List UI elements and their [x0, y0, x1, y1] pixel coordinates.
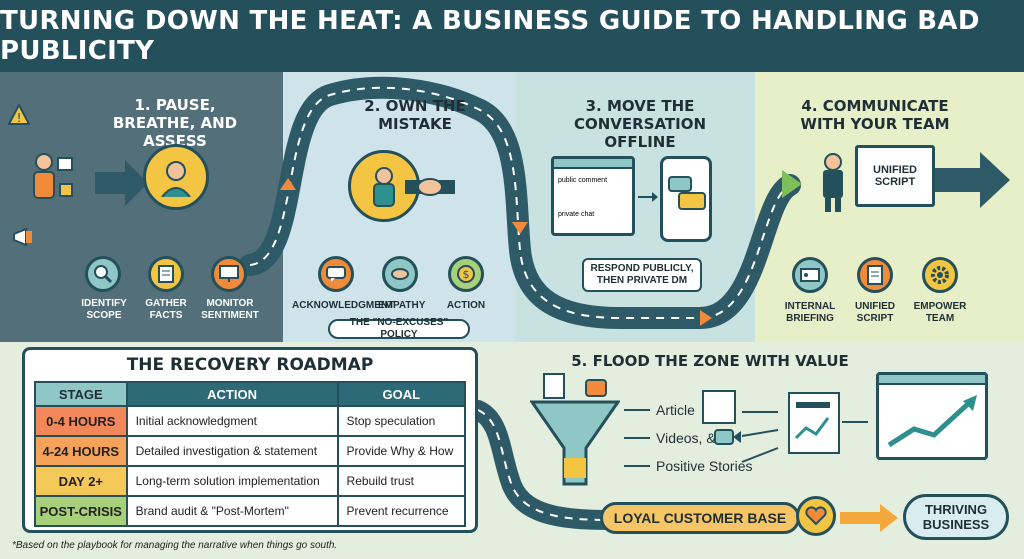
column-header: STAGE	[34, 381, 128, 407]
notepad-icon	[148, 256, 184, 292]
step2-item: ACKNOWLEDGMENT	[292, 300, 395, 311]
speech-bubble-icon	[318, 256, 354, 292]
magnifier-icon	[85, 256, 121, 292]
header-banner: TURNING DOWN THE HEAT: A BUSINESS GUIDE …	[0, 0, 1024, 72]
analytics-window	[876, 372, 988, 460]
alert-icon: !	[7, 102, 31, 126]
value-item: Positive Stories	[656, 458, 753, 474]
column-header: ACTION	[125, 381, 339, 407]
step1-item: IDENTIFY SCOPE	[81, 298, 127, 321]
megaphone-icon	[12, 226, 40, 248]
handshake-small-icon	[382, 256, 418, 292]
roadmap-title: THE RECOVERY ROADMAP	[126, 355, 374, 375]
presenter-icon	[815, 152, 851, 212]
action-cell: Initial acknowledgment	[125, 405, 339, 437]
table-row: 4-24 HOURS Detailed investigation & stat…	[34, 435, 467, 467]
no-excuses-policy-badge: THE "NO-EXCUSES" POLICY	[328, 317, 470, 340]
page-title: TURNING DOWN THE HEAT: A BUSINESS GUIDE …	[0, 6, 980, 66]
step4-item: INTERNAL BRIEFING	[784, 301, 836, 324]
footnote: *Based on the playbook for managing the …	[12, 540, 338, 551]
chaos-people-icon	[24, 150, 76, 210]
forward-arrow-icon	[840, 504, 900, 532]
board-text: UNIFIED SCRIPT	[873, 164, 917, 188]
arrow-right-icon	[638, 190, 658, 202]
step5-title: 5. FLOOD THE ZONE WITH VALUE	[571, 352, 849, 370]
action-cell: Detailed investigation & statement	[125, 435, 339, 467]
step1-item: GATHER FACTS	[145, 298, 187, 321]
table-row: 0-4 HOURS Initial acknowledgment Stop sp…	[34, 405, 467, 437]
step4-item: EMPOWER TEAM	[913, 301, 967, 324]
step4-item: UNIFIED SCRIPT	[855, 301, 895, 324]
table-row: POST-CRISIS Brand audit & "Post-Mortem" …	[34, 495, 467, 527]
step2-title: 2. OWN THE MISTAKE	[364, 97, 466, 133]
money-icon: $	[448, 256, 484, 292]
step1-panel	[0, 72, 283, 342]
action-cell: Brand audit & "Post-Mortem"	[125, 495, 339, 527]
funnel-icon	[529, 372, 621, 492]
recovery-roadmap-table: STAGE ACTION GOAL 0-4 HOURS Initial ackn…	[34, 381, 467, 527]
monitor-icon	[211, 256, 247, 292]
svg-text:!: !	[17, 111, 22, 125]
column-header: GOAL	[336, 381, 467, 407]
private-chat-label: private chat	[558, 211, 595, 218]
step4-title: 4. COMMUNICATE WITH YOUR TEAM	[800, 97, 950, 133]
respond-publicly-note: RESPOND PUBLICLY, THEN PRIVATE DM	[582, 258, 702, 292]
table-row: DAY 2+ Long-term solution implementation…	[34, 465, 467, 497]
step1-item: MONITOR SENTIMENT	[201, 298, 259, 321]
stage-cell: 4-24 HOURS	[34, 435, 128, 467]
gear-icon	[922, 257, 958, 293]
video-camera-icon	[714, 428, 742, 446]
smartphone-icon	[660, 156, 712, 242]
value-item: Article	[656, 402, 695, 418]
svg-text:$: $	[463, 268, 470, 281]
stage-cell: 0-4 HOURS	[34, 405, 128, 437]
stage-cell: POST-CRISIS	[34, 495, 128, 527]
stage-cell: DAY 2+	[34, 465, 128, 497]
loyal-customer-base-banner: LOYAL CUSTOMER BASE	[600, 502, 800, 534]
action-cell: Long-term solution implementation	[125, 465, 339, 497]
id-card-icon	[792, 257, 828, 293]
browser-window-icon: public comment private chat	[551, 156, 635, 236]
thriving-business-badge: THRIVING BUSINESS	[903, 494, 1009, 540]
step4-panel	[755, 72, 1024, 342]
public-comment-label: public comment	[558, 177, 608, 184]
document-icon	[857, 257, 893, 293]
goal-cell: Prevent recurrence	[336, 495, 467, 527]
heart-icon	[796, 496, 836, 536]
article-icon	[702, 390, 736, 424]
step3-title: 3. MOVE THE CONVERSATION OFFLINE	[573, 97, 707, 151]
goal-cell: Provide Why & How	[336, 435, 467, 467]
value-item: Videos, &	[656, 430, 716, 446]
person-breathing-icon	[143, 144, 209, 210]
table-header-row: STAGE ACTION GOAL	[34, 381, 467, 407]
goal-cell: Stop speculation	[336, 405, 467, 437]
whiteboard: UNIFIED SCRIPT	[855, 145, 935, 207]
report-document-icon	[788, 392, 840, 454]
handshake-icon	[405, 170, 455, 204]
step1-title: 1. PAUSE, BREATHE, AND ASSESS	[112, 96, 238, 150]
goal-cell: Rebuild trust	[336, 465, 467, 497]
step2-item: ACTION	[446, 300, 486, 311]
step2-item: EMPATHY	[378, 300, 426, 311]
